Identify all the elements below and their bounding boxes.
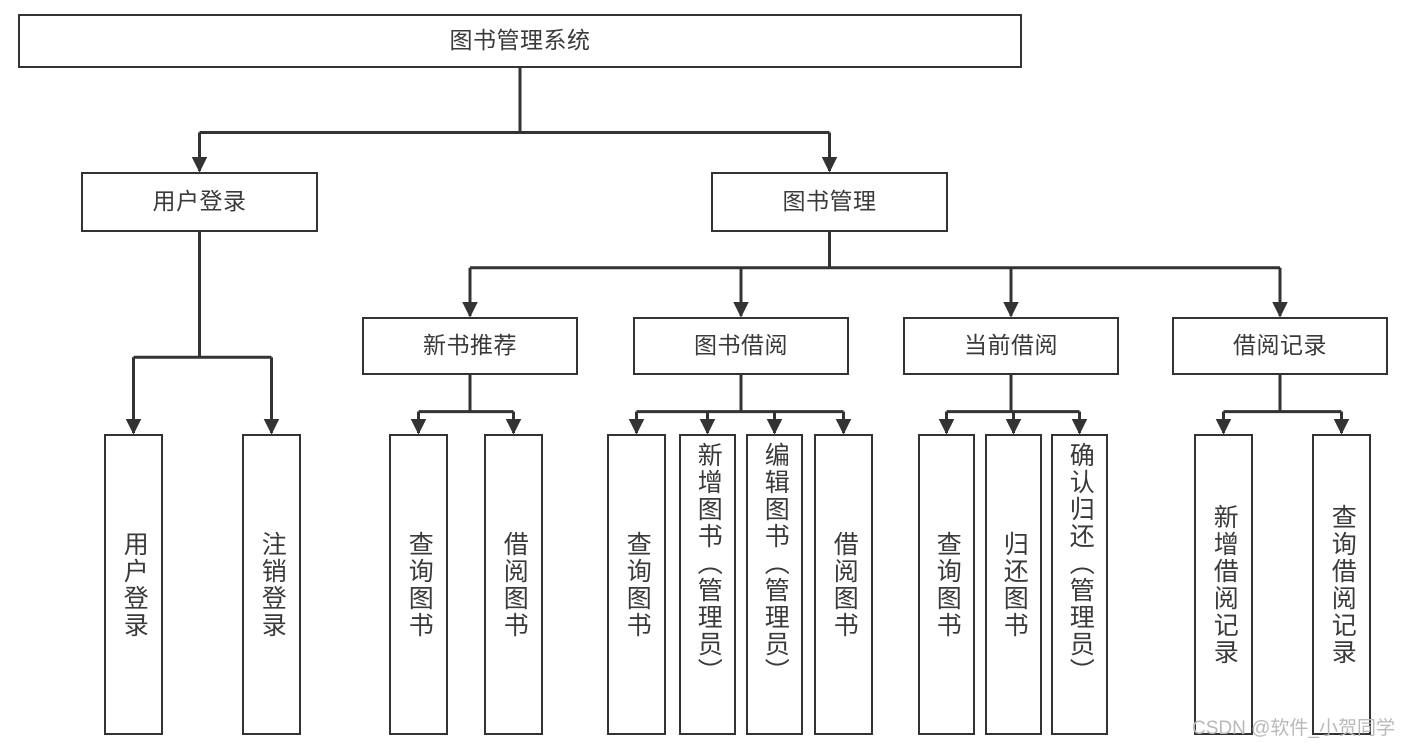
- node-label: 图书借阅: [694, 332, 788, 359]
- node-label: 查询图书: [405, 530, 434, 639]
- node-leaf-logout[interactable]: 注销登录: [242, 434, 301, 735]
- node-label: 用户登录: [152, 188, 247, 215]
- node-leaf-return-book[interactable]: 归还图书: [985, 434, 1042, 735]
- node-label: 新增图书（管理员）: [694, 442, 723, 685]
- node-book-borrow[interactable]: 图书借阅: [633, 317, 849, 375]
- node-borrow-record[interactable]: 借阅记录: [1172, 317, 1388, 375]
- node-leaf-add-record[interactable]: 新增借阅记录: [1194, 434, 1253, 735]
- csdn-watermark: CSDN @软件_小贺同学: [1192, 718, 1395, 739]
- node-leaf-query-book-3[interactable]: 查询图书: [918, 434, 975, 735]
- node-label: 归还图书: [1000, 530, 1029, 639]
- node-label: 借阅图书: [500, 530, 529, 639]
- node-label: 当前借阅: [964, 332, 1058, 359]
- node-root[interactable]: 图书管理系统: [18, 14, 1022, 68]
- node-leaf-edit-book[interactable]: 编辑图书（管理员）: [746, 434, 803, 735]
- node-label: 查询图书: [933, 530, 962, 639]
- node-label: 注销登录: [258, 530, 287, 639]
- node-label: 确认归还（管理员）: [1066, 442, 1095, 685]
- node-leaf-borrow-book-2[interactable]: 借阅图书: [814, 434, 873, 735]
- node-label: 新增借阅记录: [1210, 503, 1239, 666]
- node-new-book-rec[interactable]: 新书推荐: [362, 317, 578, 375]
- node-label: 编辑图书（管理员）: [761, 442, 790, 685]
- node-leaf-confirm-ret[interactable]: 确认归还（管理员）: [1051, 434, 1108, 735]
- node-leaf-user-login[interactable]: 用户登录: [104, 434, 163, 735]
- node-leaf-query-record[interactable]: 查询借阅记录: [1312, 434, 1371, 735]
- node-label: 新书推荐: [423, 332, 517, 359]
- node-leaf-borrow-book-1[interactable]: 借阅图书: [484, 434, 543, 735]
- node-label: 查询图书: [623, 530, 652, 639]
- node-label: 图书管理: [782, 188, 877, 215]
- node-label: 借阅记录: [1233, 332, 1327, 359]
- node-label: 查询借阅记录: [1328, 503, 1357, 666]
- node-leaf-query-book-2[interactable]: 查询图书: [607, 434, 666, 735]
- node-leaf-query-book-1[interactable]: 查询图书: [389, 434, 448, 735]
- node-label: 借阅图书: [830, 530, 859, 639]
- node-label: 用户登录: [120, 530, 149, 639]
- node-label: 图书管理系统: [449, 27, 591, 54]
- node-book-manage[interactable]: 图书管理: [711, 172, 948, 232]
- node-leaf-add-book[interactable]: 新增图书（管理员）: [679, 434, 736, 735]
- node-current-borrow[interactable]: 当前借阅: [903, 317, 1119, 375]
- node-user-login[interactable]: 用户登录: [81, 172, 318, 232]
